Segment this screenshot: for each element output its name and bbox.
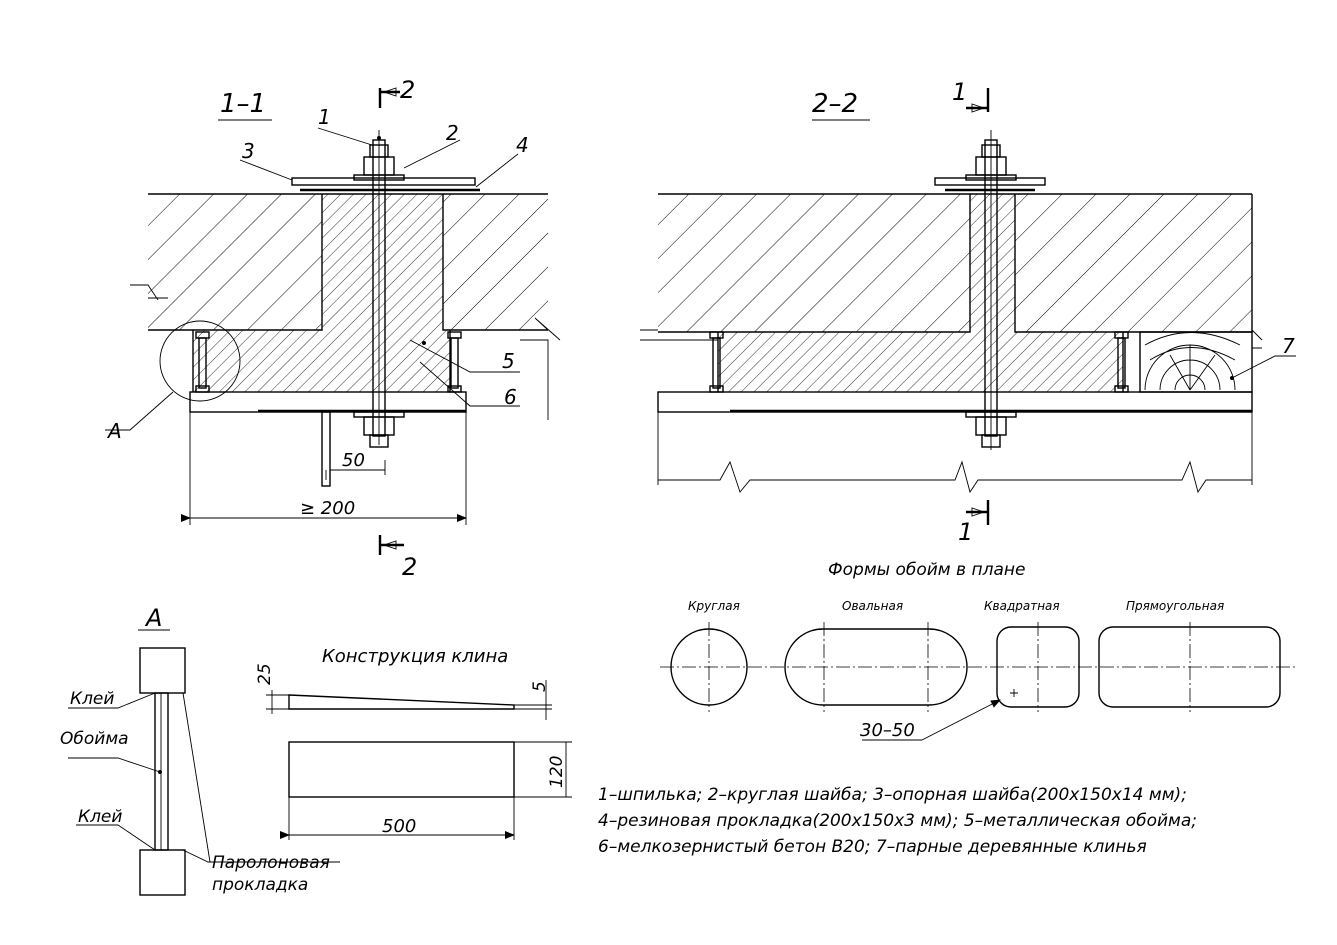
callout-a: A [106,419,122,443]
label-glue-top: Клей [70,689,114,709]
concrete-fill-1-1 [193,194,450,392]
label-clip: Обойма [60,729,129,749]
dim-25: 25 [255,663,275,685]
detail-a [68,629,340,896]
callout-2: 2 [446,121,459,145]
dim-500: 500 [382,816,416,837]
detail-a-title: A [144,604,162,632]
callout-6: 6 [504,385,517,409]
clip-posts-1-1 [195,331,462,393]
shape-rectangular [1098,626,1281,708]
label-glue-bottom: Клей [78,807,122,827]
dim-50: 50 [342,450,365,471]
cut-label-2-bottom: 2 [402,553,417,581]
wedge-title: Конструкция клина [322,646,508,667]
legend-line-3: 6–мелкозернистый бетон В20; 7–парные дер… [598,837,1147,857]
callout-3: 3 [242,139,255,163]
label-foam-2: прокладка [212,875,308,895]
cut-label-2-top: 2 [400,76,415,104]
callout-5: 5 [502,349,515,373]
wedge-construction [266,680,572,840]
callout-4: 4 [516,133,529,157]
dim-5: 5 [530,681,550,692]
section-1-1-title: 1–1 [220,89,266,119]
detail-a-circle [159,320,241,402]
callout-1: 1 [318,105,331,129]
legend-line-1: 1–шпилька; 2–круглая шайба; 3–опорная ша… [598,785,1187,805]
label-square: Квадратная [984,599,1060,613]
clip-profile [154,692,169,851]
shape-oval [784,628,968,706]
clip-shapes-plan [660,622,1296,741]
section-1-1 [105,87,561,555]
concrete-fill-2-2 [718,194,1123,392]
dim-120: 120 [547,756,567,788]
legend-line-2: 4–резиновая прокладка(200х150х3 мм); 5–м… [598,811,1197,831]
label-round: Круглая [688,599,740,613]
section-2-2 [640,88,1296,525]
callout-7: 7 [1282,334,1295,358]
label-rect: Прямоугольная [1126,599,1224,613]
label-oval: Овальная [842,599,903,613]
section-2-2-title: 2–2 [812,89,858,119]
dim-200: ≥ 200 [300,498,355,519]
dim-30-50: 30–50 [860,720,915,741]
label-foam-1: Паролоновая [212,853,330,873]
cut-label-1-top: 1 [952,78,967,106]
slab-left-1-1 [148,194,548,330]
support-washer-1-1 [291,177,476,186]
shapes-title: Формы обойм в плане [828,560,1025,580]
cut-label-1-bottom: 1 [958,518,973,546]
